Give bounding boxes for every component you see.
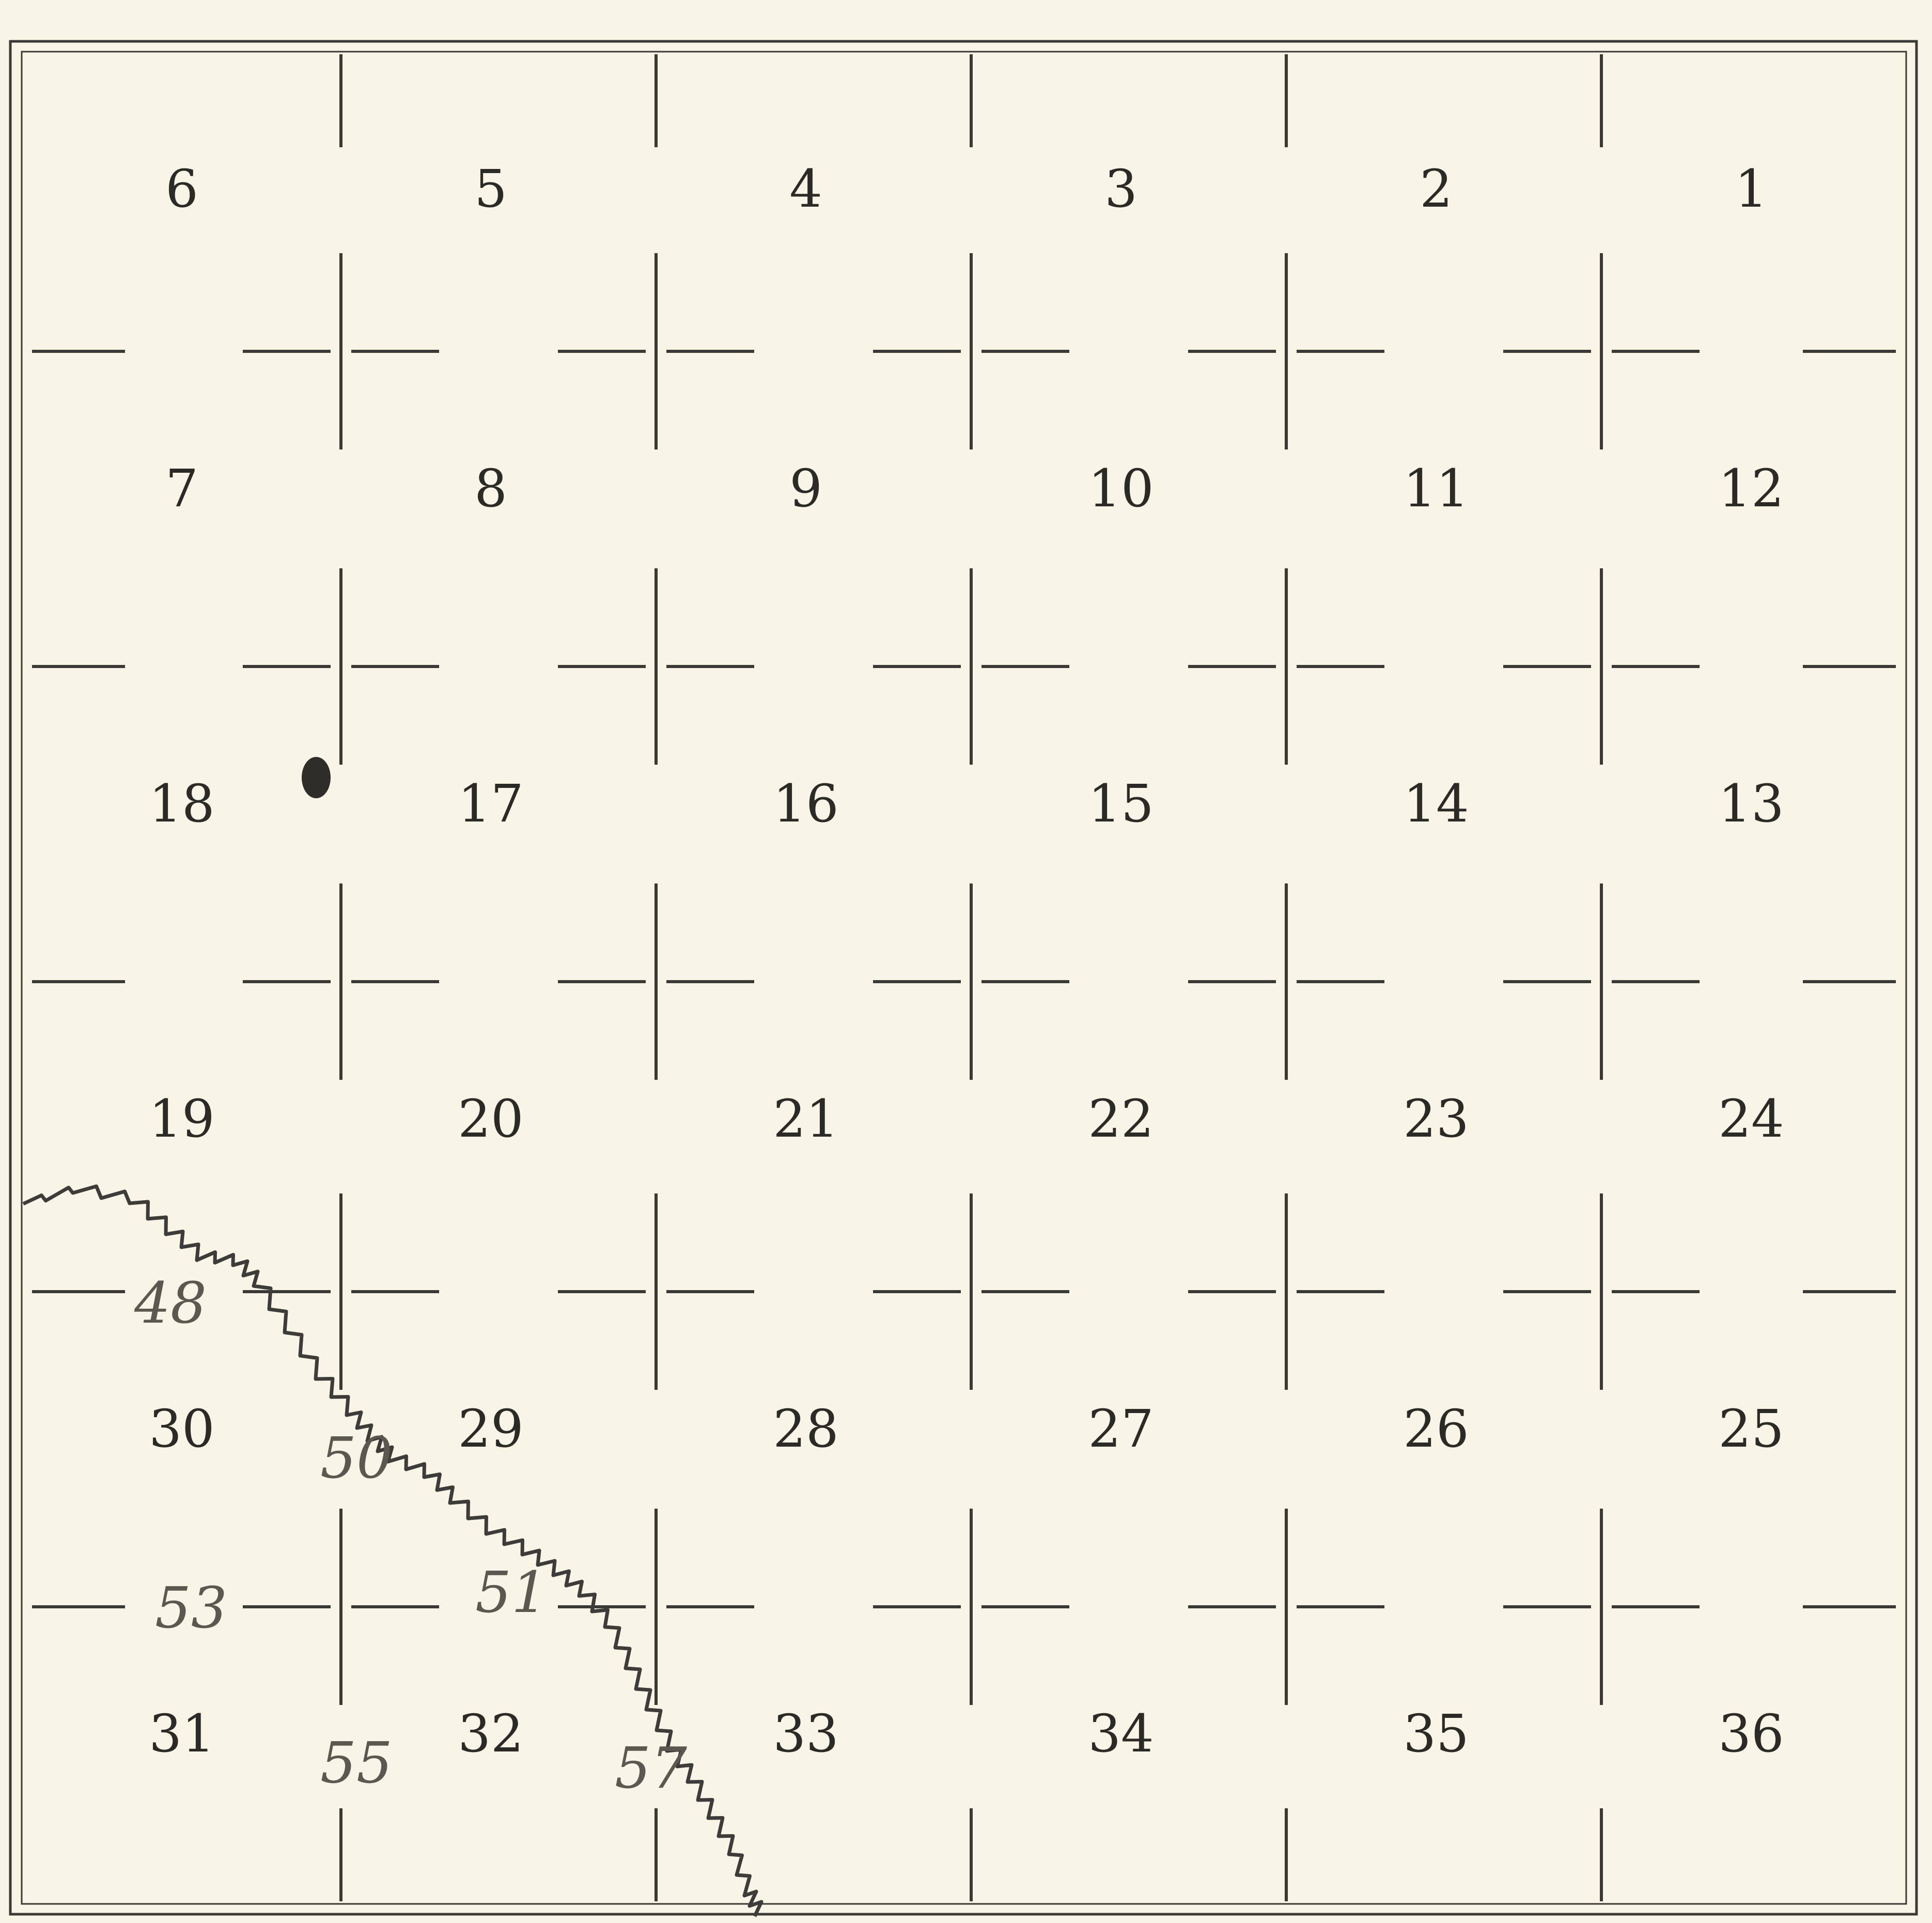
meander-notes: 48 50 53 51 55 57	[134, 1270, 687, 1801]
section-number-9: 9	[789, 458, 822, 519]
section-number-31: 31	[149, 1703, 214, 1764]
section-number-20: 20	[458, 1089, 523, 1149]
frame-outer	[9, 40, 1918, 1916]
section-number-23: 23	[1403, 1089, 1469, 1149]
section-number-28: 28	[773, 1399, 838, 1459]
section-number-8: 8	[474, 458, 507, 519]
section-number-19: 19	[149, 1089, 214, 1149]
section-number-34: 34	[1088, 1703, 1154, 1764]
section-number-24: 24	[1718, 1089, 1784, 1149]
section-number-26: 26	[1403, 1399, 1469, 1459]
section-number-14: 14	[1403, 773, 1469, 834]
section-number-35: 35	[1403, 1703, 1469, 1764]
section-number-4: 4	[789, 159, 822, 219]
section-number-32: 32	[458, 1703, 523, 1764]
meander-note-55: 55	[320, 1730, 393, 1796]
ink-blot	[302, 757, 331, 798]
section-number-15: 15	[1088, 773, 1154, 834]
river-layer	[22, 1184, 764, 1917]
section-number-16: 16	[773, 773, 838, 834]
meander-note-48: 48	[134, 1270, 207, 1336]
meander-note-57: 57	[615, 1735, 687, 1801]
map-frame	[9, 40, 1918, 1916]
section-number-11: 11	[1403, 458, 1469, 519]
meander-note-50: 50	[320, 1425, 393, 1491]
section-grid	[32, 54, 1896, 1901]
section-number-2: 2	[1420, 159, 1453, 219]
section-number-22: 22	[1088, 1089, 1154, 1149]
section-number-30: 30	[149, 1399, 214, 1459]
section-number-36: 36	[1718, 1703, 1784, 1764]
section-number-17: 17	[458, 773, 523, 834]
section-number-12: 12	[1718, 458, 1784, 519]
section-number-10: 10	[1088, 458, 1154, 519]
section-number-13: 13	[1718, 773, 1784, 834]
section-number-1: 1	[1735, 159, 1768, 219]
meander-note-53: 53	[155, 1575, 227, 1641]
frame-inner	[21, 51, 1907, 1905]
meander-note-51: 51	[475, 1559, 548, 1625]
section-number-33: 33	[773, 1703, 838, 1764]
section-number-21: 21	[773, 1089, 838, 1149]
section-number-6: 6	[165, 159, 198, 219]
section-number-25: 25	[1718, 1399, 1784, 1459]
section-number-29: 29	[458, 1399, 523, 1459]
section-number-5: 5	[474, 159, 507, 219]
river-line	[22, 1184, 764, 1917]
section-number-27: 27	[1088, 1399, 1154, 1459]
section-number-3: 3	[1104, 159, 1138, 219]
section-number-18: 18	[149, 773, 214, 834]
section-number-7: 7	[165, 458, 198, 519]
